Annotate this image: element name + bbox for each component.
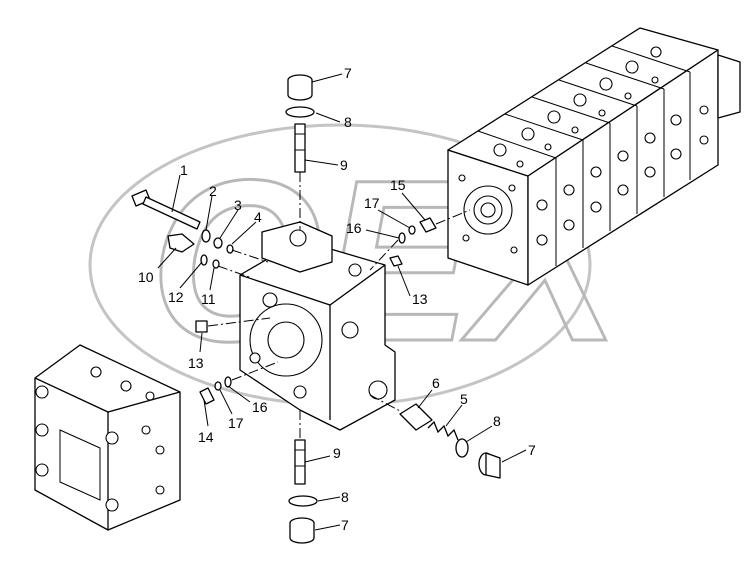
callout-9-top: 9 bbox=[340, 157, 348, 173]
cap-part-7-top bbox=[287, 74, 313, 101]
piston-part-6 bbox=[399, 403, 433, 431]
callout-14: 14 bbox=[198, 429, 214, 445]
callout-12: 12 bbox=[168, 289, 184, 305]
callout-8-top: 8 bbox=[344, 114, 352, 130]
callout-11: 11 bbox=[201, 291, 216, 307]
plug-part-15 bbox=[419, 217, 437, 233]
callout-16-lower: 16 bbox=[252, 399, 268, 415]
washer-part-3 bbox=[213, 237, 223, 249]
ring-part-17-lower bbox=[214, 381, 222, 391]
plug-part-14 bbox=[199, 387, 215, 405]
callout-7-bottom: 7 bbox=[341, 517, 349, 533]
plug-part-13-left bbox=[195, 320, 208, 333]
spring-part-9-bottom bbox=[294, 439, 306, 485]
ring-part-16-upper bbox=[398, 232, 406, 244]
callout-7-right: 7 bbox=[528, 442, 536, 458]
callout-17-lower: 17 bbox=[228, 415, 244, 431]
oring-part-8-bottom bbox=[288, 495, 318, 507]
callout-7-top: 7 bbox=[344, 65, 352, 81]
callout-3: 3 bbox=[234, 197, 242, 213]
ring-part-11 bbox=[212, 259, 220, 269]
end-block bbox=[34, 344, 181, 531]
callout-13-right: 13 bbox=[412, 291, 428, 307]
callout-4: 4 bbox=[254, 209, 262, 225]
callout-9-bottom: 9 bbox=[333, 445, 341, 461]
callout-17-upper: 17 bbox=[364, 195, 380, 211]
oring-part-8-top bbox=[285, 106, 315, 118]
cap-part-7-bottom bbox=[289, 517, 315, 544]
callout-5: 5 bbox=[460, 391, 468, 407]
callout-6: 6 bbox=[432, 375, 440, 391]
valve-stack-assembly bbox=[447, 27, 741, 286]
plug-part-10 bbox=[167, 233, 195, 253]
callout-8-bottom: 8 bbox=[341, 489, 349, 505]
callout-15: 15 bbox=[390, 177, 406, 193]
callout-10: 10 bbox=[138, 269, 154, 285]
callout-8-right: 8 bbox=[493, 413, 501, 429]
oring-part-8-right bbox=[455, 438, 469, 458]
assembly-axes bbox=[207, 172, 471, 440]
bolt-part-1 bbox=[131, 189, 201, 230]
valve-section-body bbox=[239, 221, 396, 431]
callout-16-upper: 16 bbox=[346, 220, 362, 236]
ring-part-16-lower bbox=[224, 376, 232, 388]
callout-1: 1 bbox=[180, 162, 188, 178]
leader-lines bbox=[157, 73, 527, 531]
ring-part-12 bbox=[200, 254, 208, 266]
plug-part-13-right bbox=[389, 255, 403, 267]
cap-part-7-right bbox=[478, 452, 501, 479]
ring-part-17-upper bbox=[408, 225, 416, 235]
callout-labels: 1 2 3 4 10 12 11 7 8 9 15 17 16 13 13 16… bbox=[138, 65, 536, 533]
callout-13-left: 13 bbox=[188, 355, 204, 371]
ring-part-2 bbox=[201, 229, 211, 243]
spring-part-9-top bbox=[294, 123, 306, 173]
callout-2: 2 bbox=[209, 183, 217, 199]
spring-part-5 bbox=[427, 420, 459, 441]
seal-part-4 bbox=[226, 244, 234, 254]
